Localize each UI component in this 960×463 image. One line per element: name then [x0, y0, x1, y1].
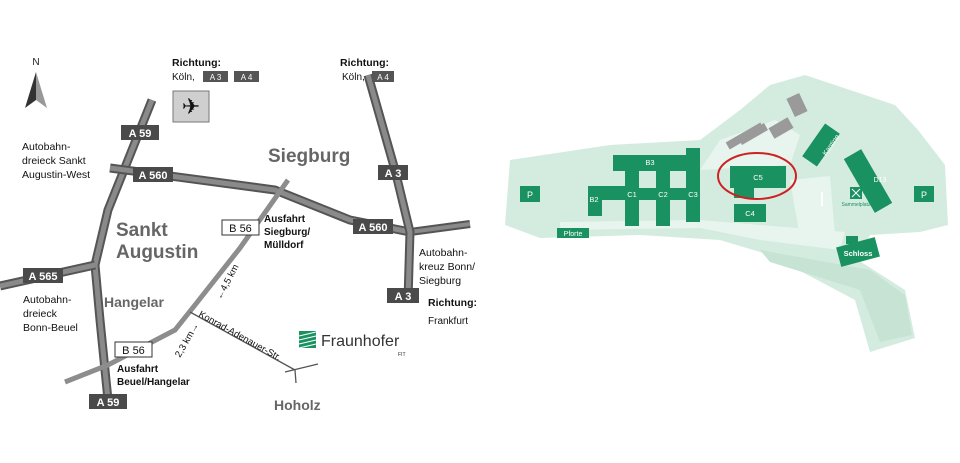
compass-north-icon: N [25, 57, 47, 108]
parking-right [914, 186, 934, 202]
ak-bonn-siegburg-2: kreuz Bonn/ [419, 261, 475, 273]
place-hangelar: Hangelar [104, 294, 164, 310]
road-map: N Richtung: Köln, A 3 A 4 ✈ Richtung: Kö… [0, 57, 477, 413]
place-siegburg: Siegburg [268, 146, 350, 167]
badge-b56-bottom: B 56 [122, 345, 145, 357]
distance-4-5km: ←4,5 km [214, 263, 242, 302]
fraunhofer-logo: Fraunhofer FIT [298, 331, 406, 358]
gate [557, 228, 589, 238]
campus-map: P P Pforte B3 B2 C1 C2 C3 C5 C4 [505, 75, 948, 352]
airport-city: Köln, [172, 72, 195, 83]
label-c4: C4 [745, 209, 755, 218]
meeting-point-icon [850, 187, 862, 199]
badge-a565: A 565 [29, 271, 58, 283]
richtung-badge-a4: A 4 [377, 73, 389, 82]
gate-label: Pforte [564, 231, 583, 238]
ad-bonn-beuel-2: dreieck [23, 308, 58, 320]
road-konrad-adenauer [189, 311, 296, 371]
street-konrad-adenauer: Konrad-Adenauer-Str. [197, 309, 283, 363]
badge-a59-bottom: A 59 [97, 397, 120, 409]
building-bc-complex [588, 148, 700, 226]
airplane-icon: ✈ [172, 90, 210, 123]
place-names: Siegburg Sankt Augustin Hangelar Hoholz [104, 146, 350, 413]
airport-direction: Richtung: Köln, A 3 A 4 ✈ [172, 57, 259, 123]
ad-sa-west-1: Autobahn- [22, 141, 71, 153]
label-b2: B2 [589, 195, 598, 204]
badge-a560-left: A 560 [139, 170, 168, 182]
ad-bonn-beuel-3: Bonn-Beuel [23, 322, 78, 334]
badge-b56-top: B 56 [229, 223, 252, 235]
ausfahrt-beuel-1: Ausfahrt [117, 364, 159, 375]
compass-letter: N [32, 57, 39, 68]
label-sammelplatz: Sammelplatz [842, 202, 871, 208]
ad-bonn-beuel-1: Autobahn- [23, 294, 72, 306]
building-c4 [734, 204, 766, 222]
richtung-label: Richtung: [340, 57, 389, 69]
label-c3: C3 [688, 190, 698, 199]
airport-richtung: Richtung: [172, 57, 221, 69]
parking-left-label: P [527, 190, 533, 200]
building-schloss: Schloss [836, 236, 880, 267]
label-d13: D13 [874, 177, 887, 184]
badge-a59-top: A 59 [129, 128, 152, 140]
building-c5 [730, 166, 786, 188]
label-c1: C1 [627, 190, 637, 199]
place-hoholz: Hoholz [274, 397, 321, 413]
airport-badge-a4: A 4 [241, 73, 253, 82]
roads [0, 73, 471, 401]
logo-name: Fraunhofer [321, 333, 400, 350]
ad-sa-west-2: dreieck Sankt [22, 155, 86, 167]
badge-a560-right: A 560 [359, 222, 388, 234]
place-augustin: Augustin [116, 242, 198, 263]
label-b3: B3 [645, 158, 654, 167]
path-marker [821, 192, 823, 206]
badge-a3-bottom: A 3 [395, 291, 412, 303]
ad-sa-west-3: Augustin-West [22, 169, 90, 181]
ausfahrt-siegburg-3: Mülldorf [264, 240, 304, 251]
airport-badge-a3: A 3 [210, 73, 222, 82]
ausfahrt-siegburg-1: Ausfahrt [264, 214, 306, 225]
building-d13: D13 [843, 149, 893, 213]
fraunhofer-mark-icon [298, 331, 317, 349]
building-bc-labels: B3 B2 C1 C2 C3 [589, 158, 697, 204]
richtung-frankfurt-label: Richtung: [428, 297, 477, 309]
parking-right-label: P [921, 190, 927, 200]
label-schloss: Schloss [844, 249, 873, 258]
ak-bonn-siegburg-1: Autobahn- [419, 247, 468, 259]
richtung-frankfurt-city: Frankfurt [428, 316, 468, 327]
label-c2: C2 [658, 190, 668, 199]
svg-text:✈: ✈ [182, 94, 200, 119]
richtung-city: Köln, [342, 72, 365, 83]
road-b56 [64, 178, 291, 385]
road-a3 [363, 73, 415, 301]
highlight-c5 [717, 152, 797, 200]
ausfahrt-beuel-2: Beuel/Hangelar [117, 377, 190, 388]
ausfahrt-siegburg-2: Siegburg/ [264, 227, 310, 238]
direction-koeln-a4: Richtung: Köln, A 4 [340, 57, 394, 83]
grey-structures [725, 92, 808, 150]
badge-a3-top: A 3 [385, 168, 402, 180]
campus-paths [560, 120, 912, 342]
parking-left [520, 186, 540, 202]
ak-bonn-siegburg-3: Siegburg [419, 275, 461, 287]
place-sankt: Sankt [116, 220, 168, 241]
highway-badges: A 59 A 560 A 560 A 3 A 3 A 565 A 59 B 56… [23, 125, 419, 409]
junction-labels: Autobahn- dreieck Sankt Augustin-West Au… [22, 141, 475, 388]
direction-frankfurt: Richtung: Frankfurt [428, 297, 477, 327]
label-c5: C5 [753, 173, 763, 182]
logo-sub: FIT [398, 352, 406, 358]
